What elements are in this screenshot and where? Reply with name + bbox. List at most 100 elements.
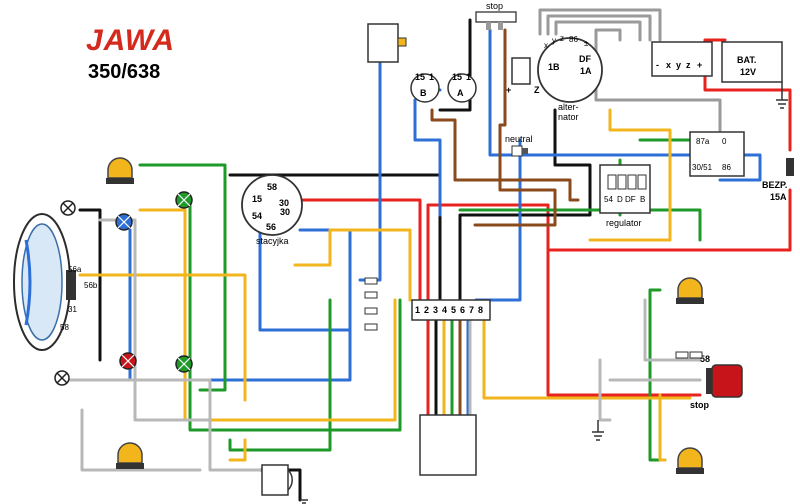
wire-red xyxy=(426,203,550,302)
fuse-rating: 15A xyxy=(770,192,787,202)
alt-z: z xyxy=(560,34,564,43)
model-number: 350/638 xyxy=(88,61,160,83)
alt-1a: 1A xyxy=(580,66,592,76)
coil-b-1: 1 xyxy=(429,72,434,82)
ign-56-label: 56 xyxy=(266,222,276,232)
bulb-x-icon xyxy=(54,370,70,386)
green-indicator-lamp-icon xyxy=(175,355,193,373)
blue-indicator-lamp-icon xyxy=(115,213,133,231)
battery-label: BAT. xyxy=(737,55,756,65)
alt-df: DF xyxy=(579,54,591,64)
relay-87a: 87a xyxy=(696,137,710,146)
ground-symbol-icon xyxy=(300,499,308,504)
alt-1b: 1B xyxy=(548,62,560,72)
neutral-label: neutral xyxy=(505,134,533,144)
rectifier: - x y z + xyxy=(651,41,713,77)
logo-text: JAWA xyxy=(86,24,175,57)
wire-green xyxy=(648,288,667,462)
wire-white xyxy=(58,378,262,472)
conn-5: 5 xyxy=(451,305,456,315)
conn-3: 3 xyxy=(433,305,438,315)
rect-minus: - xyxy=(656,60,659,70)
capacitor: + Z xyxy=(506,57,540,95)
ign-30b-label: 30 xyxy=(280,207,290,217)
headlight: 56a 56b 31 58 xyxy=(13,213,98,351)
wire-blue xyxy=(413,88,442,217)
wire-red xyxy=(298,198,422,302)
connector-block: 1 2 3 4 5 6 7 8 xyxy=(411,299,491,321)
wire-blue xyxy=(128,228,352,382)
regulator: 54 D DF B regulator xyxy=(599,164,651,228)
alt-86: 86 xyxy=(569,35,578,44)
wire-brown xyxy=(430,108,580,202)
ignition-switch: 58 15 30 30 54 56 stacyjka xyxy=(241,174,303,246)
ign-58-label: 58 xyxy=(267,182,277,192)
alt-pm: ± xyxy=(584,39,589,48)
wire-yellow xyxy=(482,318,692,400)
wire-grey xyxy=(554,20,642,42)
front-left-indicator xyxy=(106,157,134,184)
wire-white xyxy=(643,298,702,362)
term-58-headlight-label: 58 xyxy=(60,323,69,332)
conn-6: 6 xyxy=(460,305,465,315)
coil-a-15: 15 xyxy=(452,72,462,82)
ign-30-label: 30 xyxy=(279,198,289,208)
wire-white xyxy=(98,218,212,422)
fuse: BEZP. 15A xyxy=(762,158,794,202)
wire-yellow xyxy=(588,108,672,242)
wire-green xyxy=(188,198,402,432)
rect-x: x xyxy=(666,60,671,70)
neutral-switch: neutral xyxy=(505,134,533,157)
rect-z: z xyxy=(686,60,691,70)
wire-blue xyxy=(488,28,762,182)
red-indicator-lamp-icon xyxy=(119,352,137,370)
reg-54: 54 xyxy=(604,195,613,204)
ignition-label: stacyjka xyxy=(256,236,289,246)
tail-lamp: 58 stop xyxy=(675,351,743,410)
inline-connectors xyxy=(364,277,378,331)
reg-df: DF xyxy=(625,195,636,204)
conn-7: 7 xyxy=(469,305,474,315)
reg-d: D xyxy=(617,195,623,204)
stop-lamp-label: stop xyxy=(690,400,710,410)
alt-y: y xyxy=(552,36,556,45)
term-31-label: 31 xyxy=(68,305,77,314)
wire-yellow xyxy=(228,438,247,462)
conn-8: 8 xyxy=(478,305,483,315)
wire-grey xyxy=(538,8,662,42)
ignition-coil-a: 15 1 A xyxy=(447,72,477,103)
wire-grey xyxy=(546,14,652,42)
wire-green xyxy=(138,163,227,392)
stop-switch: stop xyxy=(475,1,517,30)
reg-b: B xyxy=(640,195,645,204)
wire-blue xyxy=(358,58,382,282)
alternator-label-1: alter- xyxy=(558,102,579,112)
wire-yellow xyxy=(293,228,412,302)
rear-right-indicator-top xyxy=(676,277,704,304)
coil-b-15: 15 xyxy=(415,72,425,82)
rect-y: y xyxy=(676,60,681,70)
wire-black xyxy=(438,18,472,112)
term-56b-label: 56b xyxy=(84,281,98,290)
ign-54-label: 54 xyxy=(252,211,262,221)
coil-a-letter: A xyxy=(457,88,464,98)
wire-brown xyxy=(473,28,557,227)
coil-a-1: 1 xyxy=(466,72,471,82)
wire-blue xyxy=(258,213,352,332)
control-box xyxy=(419,414,477,476)
wire-green xyxy=(458,158,702,242)
cap-z: Z xyxy=(534,85,540,95)
headlight-reflection xyxy=(24,239,32,326)
wire-yellow xyxy=(658,393,667,462)
rect-plus: + xyxy=(697,60,702,70)
wire-white xyxy=(80,408,202,472)
alternator-label-2: nator xyxy=(558,112,579,122)
rear-right-indicator-bottom xyxy=(676,447,704,474)
coil-b-letter: B xyxy=(420,88,427,98)
horn-unit xyxy=(367,23,407,63)
term-58-rear-label: 58 xyxy=(700,354,710,364)
ign-15-label: 15 xyxy=(252,194,262,204)
alternator: x y z 86 ± 1B DF 1A alter- nator xyxy=(537,34,603,122)
term-56a-label: 56a xyxy=(68,265,82,274)
